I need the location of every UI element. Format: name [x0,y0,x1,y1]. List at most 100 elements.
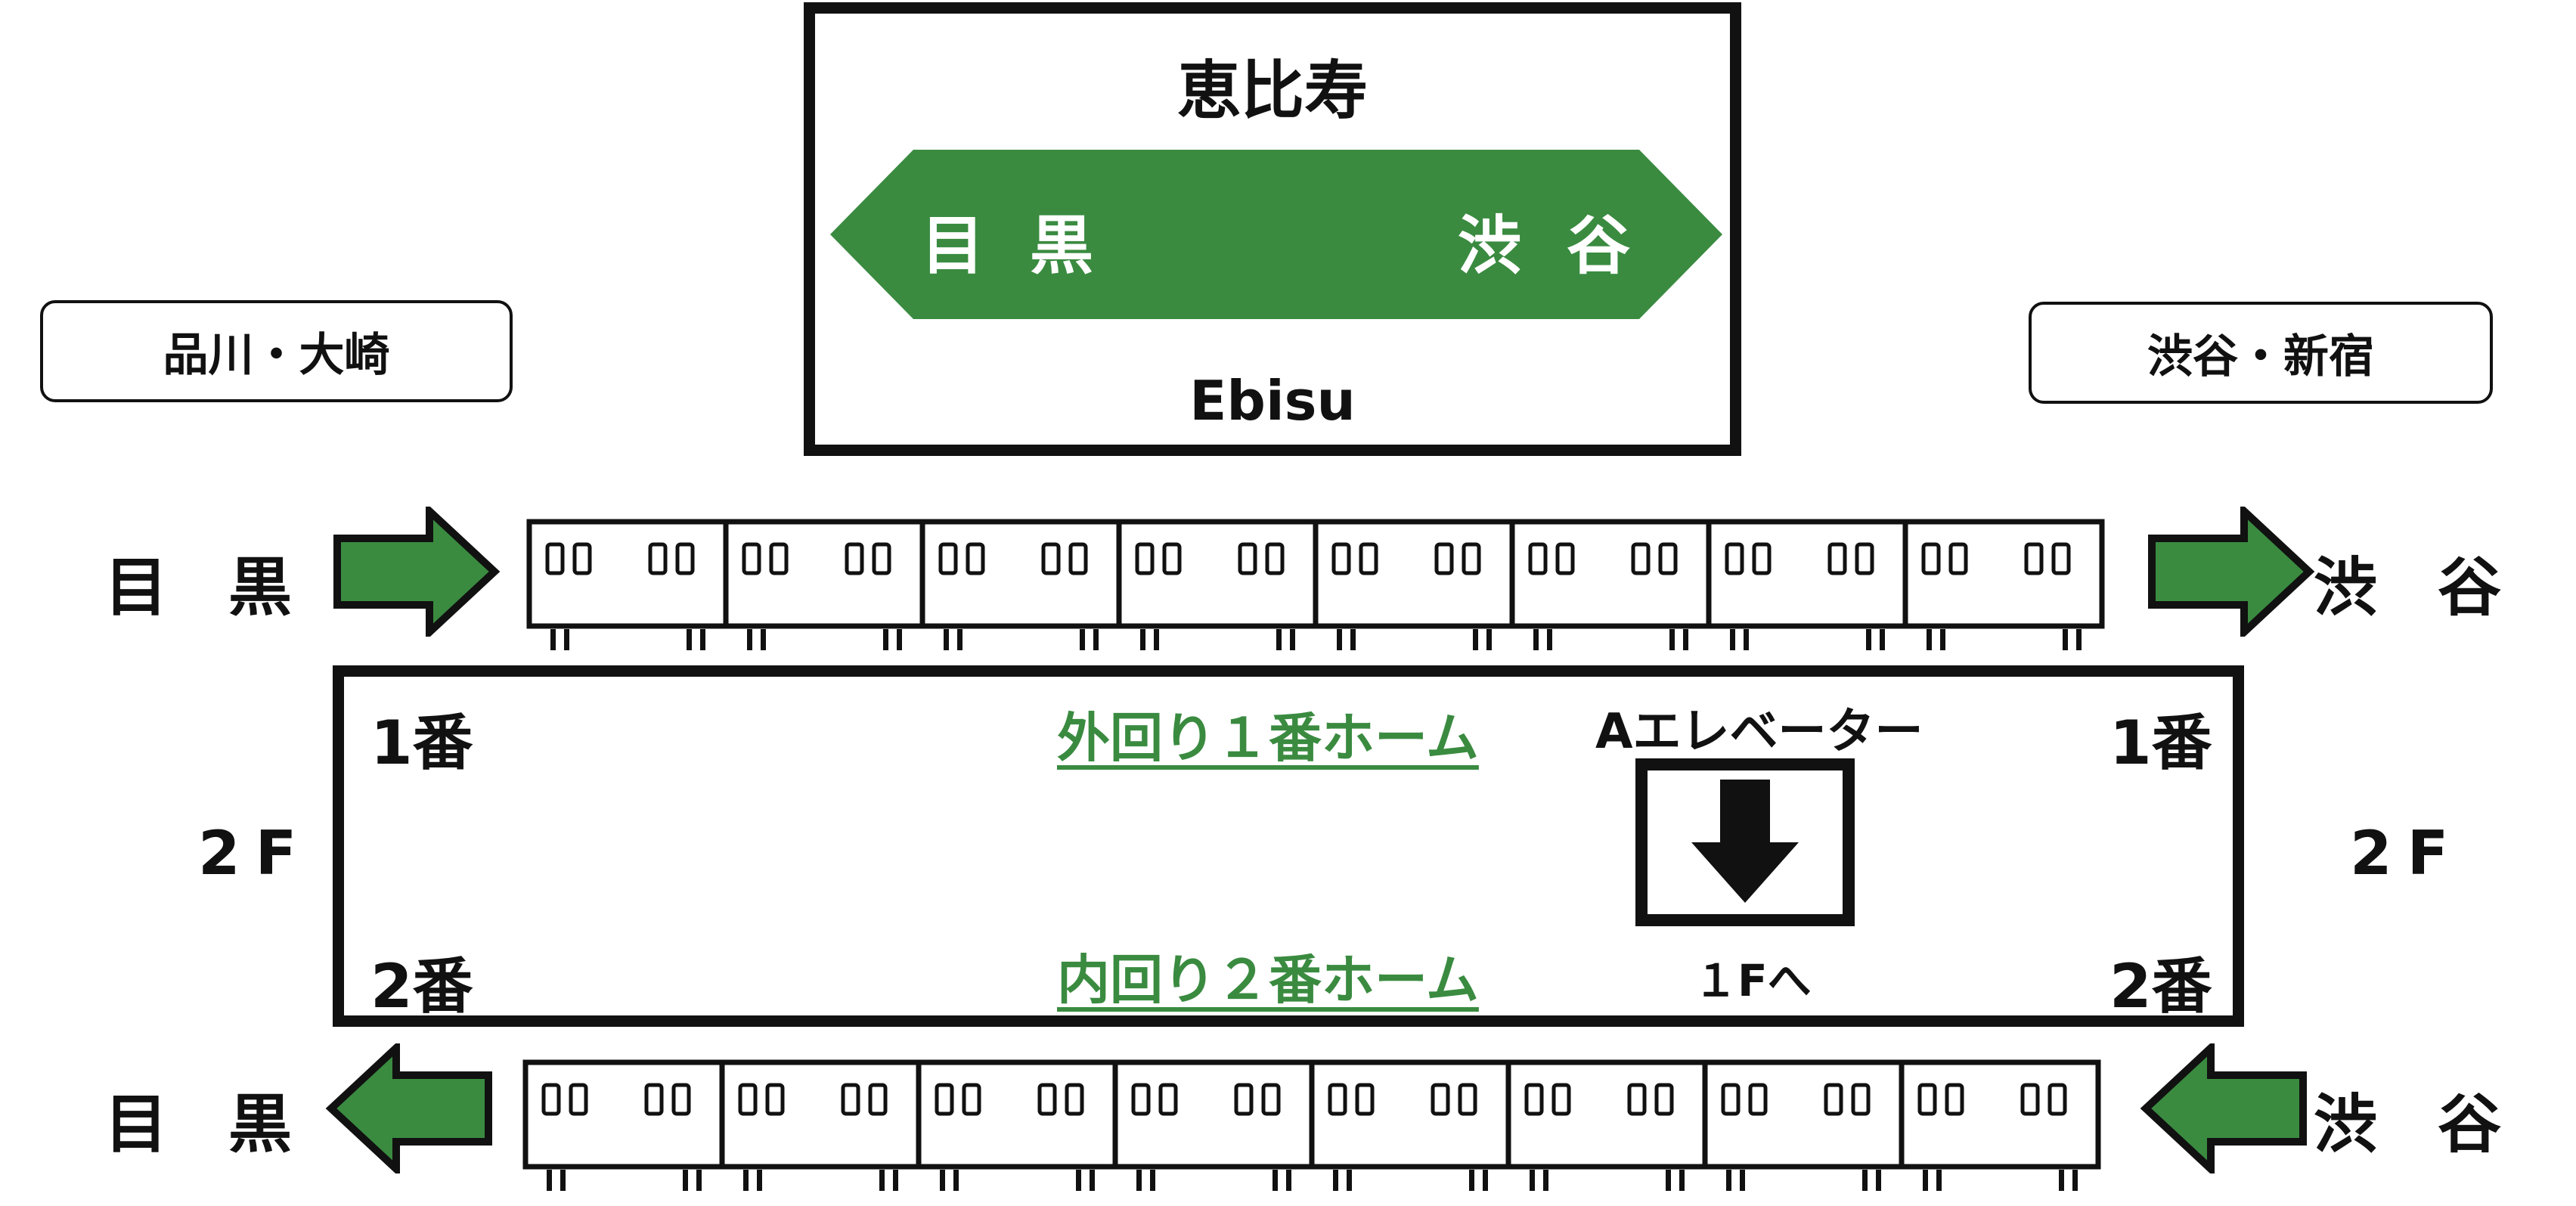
train-wheel [1154,629,1159,650]
train-wheel [683,1170,688,1191]
direction-box-left: 品川・大崎 [40,300,513,402]
train-window [1551,1083,1571,1116]
train-wheel [1927,629,1932,650]
train-window [1945,1083,1964,1116]
track2-label-right: 2番 [2109,951,2212,1022]
train-window [935,1083,954,1116]
train-wheel [879,1170,885,1191]
train-wheel [1940,629,1945,650]
platform [333,665,2244,1027]
train-window [1658,542,1678,575]
train-car [723,519,925,650]
train-window [1261,1083,1281,1116]
train-wheel [687,629,692,650]
top-train [526,519,2105,650]
train-wheel [696,1170,702,1191]
train-wheel [1093,629,1099,650]
train-window [1037,1083,1057,1116]
train-wheel [897,629,902,650]
train-wheel [1333,1170,1338,1191]
train-window [2020,1083,2040,1116]
bottom-left-arrow-icon [325,1043,492,1173]
train-window [644,1083,664,1116]
train-window [1359,542,1378,575]
train-window [1131,1083,1151,1116]
train-window [1824,1083,1843,1116]
train-window [966,542,985,575]
line-band-shape [830,150,1722,319]
train-window [1162,542,1182,575]
track1-platform-name: 外回り１番ホーム [1057,707,1479,769]
direction-box-right: 渋谷・新宿 [2029,302,2493,404]
train-window [1068,542,1088,575]
train-car [1112,1059,1315,1191]
train-window [1234,1083,1254,1116]
train-car [1309,1059,1511,1191]
train-window [1331,542,1351,575]
train-wheel [1730,629,1735,650]
prev-station-label: 目黒 [921,209,1139,283]
train-wheel [1136,1170,1142,1191]
train-window [569,1083,588,1116]
train-wheel [1936,1170,1942,1191]
train-car [1509,519,1712,650]
train-wheel [1350,629,1356,650]
train-wheel [1876,1170,1881,1191]
train-wheel [1286,1170,1291,1191]
train-car [1706,519,1908,650]
train-window [2051,542,2071,575]
train-wheel [1276,629,1282,650]
train-car-body [919,519,1122,629]
train-wheel [1076,1170,1081,1191]
train-window [1654,1083,1674,1116]
train-car [1313,519,1515,650]
station-sign: 恵比寿 目黒 渋谷 Ebisu [804,2,1741,456]
train-wheel [700,629,705,650]
train-car [522,1059,725,1191]
train-wheel [1469,1170,1474,1191]
train-window [1827,542,1847,575]
train-wheel [1543,1170,1548,1191]
floor-label-left: 2F [198,818,312,888]
train-wheel [1150,1170,1155,1191]
train-window [769,542,789,575]
train-wheel [761,629,766,650]
train-window [1748,1083,1768,1116]
train-window [868,1083,888,1116]
train-wheel [547,1170,552,1191]
top-track-from-label: 目黒 [104,550,353,625]
train-wheel [564,629,569,650]
elevator-destination: １Fへ [1694,955,1812,1006]
bottom-right-arrow-icon [2140,1043,2307,1173]
train-wheel [560,1170,566,1191]
train-window [738,1083,758,1116]
train-window [1855,542,1874,575]
floor-label-right: 2F [2350,818,2464,888]
train-wheel [1880,629,1885,650]
train-car [1702,1059,1905,1191]
track2-label-left: 2番 [370,951,473,1022]
top-left-arrow-icon [333,507,501,637]
train-wheel [1923,1170,1928,1191]
train-window [1851,1083,1871,1116]
train-car [719,1059,922,1191]
train-wheel [883,629,888,650]
train-window [1065,1083,1084,1116]
train-window [1458,1083,1477,1116]
next-station-label: 渋谷 [1458,209,1676,283]
train-window [1238,542,1257,575]
train-window [1355,1083,1375,1116]
train-window [1948,542,1968,575]
train-window [1627,1083,1647,1116]
train-wheel [1090,1170,1095,1191]
train-window [1462,542,1481,575]
train-window [765,1083,785,1116]
train-car [919,519,1122,650]
train-wheel [2063,629,2068,650]
train-wheel [550,629,556,650]
train-car [916,1059,1118,1191]
train-wheel [944,629,949,650]
direction-left-label: 品川・大崎 [163,329,390,382]
train-window [671,1083,691,1116]
train-car [1902,519,2105,650]
